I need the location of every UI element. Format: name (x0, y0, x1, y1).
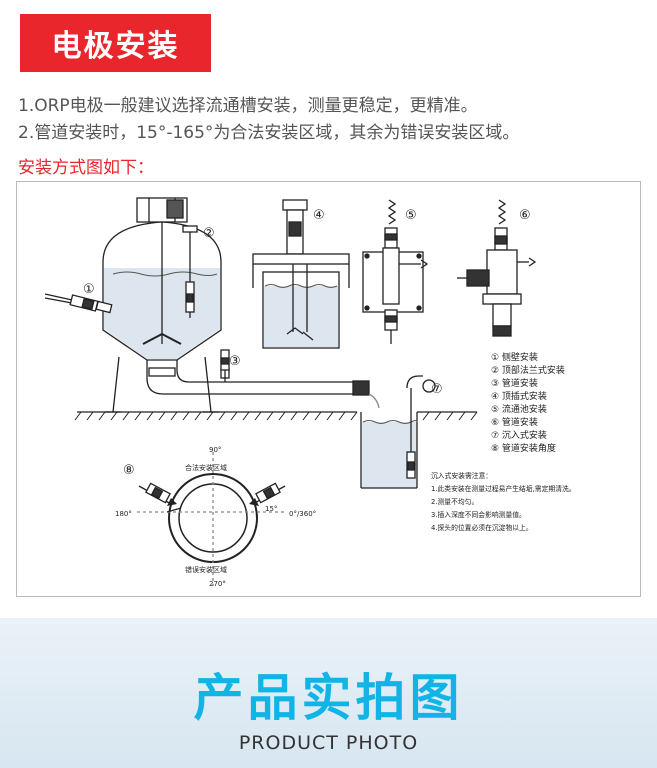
product-photo-title: 产品实拍图 (193, 669, 464, 727)
legend-item: ⑤ 流通池安装 (491, 403, 547, 415)
marker-6: ⑥ (519, 208, 531, 223)
immersion-tank (360, 375, 436, 489)
legend: ① 侧壁安装 ② 顶部法兰式安装 ③ 管道安装 ④ 顶插式安装 ⑤ 流通池安装 … (491, 351, 565, 454)
marker-3: ③ (229, 354, 241, 369)
angle-180: 180° (115, 510, 132, 518)
angle-0-360: 0°/360° (289, 510, 316, 518)
install-note-2: 2.管道安装时，15°-165°为合法安装区域，其余为错误安装区域。 (18, 123, 520, 143)
marker-4: ④ (313, 208, 325, 223)
top-insert-tank (252, 199, 350, 349)
legend-item: ⑦ 沉入式安装 (491, 429, 547, 441)
section-title: 电极安装 (20, 14, 211, 72)
legend-item: ④ 顶插式安装 (491, 390, 547, 402)
legend-item: ② 顶部法兰式安装 (491, 364, 565, 376)
marker-2: ② (203, 226, 215, 241)
legend-item: ⑥ 管道安装 (491, 416, 538, 428)
immersion-notes-title: 沉入式安装需注意： (431, 471, 492, 480)
immersion-note: 3.插入深度不同会影响测量值。 (431, 510, 526, 519)
immersion-notes: 沉入式安装需注意： 1.此类安装在测量过程易产生结垢,需定期清洗。 2.测量不均… (431, 471, 576, 532)
pipe-drawing (146, 349, 380, 409)
legend-item: ⑧ 管道安装角度 (491, 442, 556, 454)
angle-diagram (137, 452, 287, 586)
legend-item: ③ 管道安装 (491, 377, 538, 389)
ground-line (74, 411, 478, 421)
marker-8: ⑧ (123, 463, 135, 478)
install-note-1: 1.ORP电极一般建议选择流通槽安装，测量更稳定，更精准。 (18, 96, 478, 116)
flow-cell (362, 199, 429, 344)
angle-90: 90° (209, 446, 221, 454)
angle-15: 15° (265, 505, 277, 513)
legal-zone-label: 合法安装区域 (185, 463, 227, 472)
immersion-note: 4.探头的位置必须在沉淀物以上。 (431, 523, 533, 532)
sidewall-probe (44, 293, 113, 314)
illegal-zone-label: 错误安装区域 (185, 565, 227, 574)
footer-banner (0, 618, 657, 768)
marker-5: ⑤ (405, 208, 417, 223)
method-label: 安装方式图如下： (18, 158, 154, 178)
angle-labels: 90° 合法安装区域 180° 15° 0°/360° 错误安装区域 270° (115, 446, 316, 588)
immersion-note: 2.测量不均匀。 (431, 497, 478, 506)
angle-270: 270° (209, 580, 226, 588)
marker-7: ⑦ (431, 382, 443, 397)
immersion-note: 1.此类安装在测量过程易产生结垢,需定期清洗。 (431, 484, 576, 493)
product-photo-subtitle: PRODUCT PHOTO (238, 732, 419, 754)
tank-drawing (102, 197, 222, 413)
legend-item: ① 侧壁安装 (491, 351, 538, 363)
marker-1: ① (83, 282, 95, 297)
tee-pipe-probe (457, 199, 537, 337)
installation-diagram: ① ② ③ ④ ⑤ ⑥ ⑦ ⑧ ① 侧壁安装 ② 顶部法兰式安装 ③ 管道安装 … (16, 181, 641, 597)
